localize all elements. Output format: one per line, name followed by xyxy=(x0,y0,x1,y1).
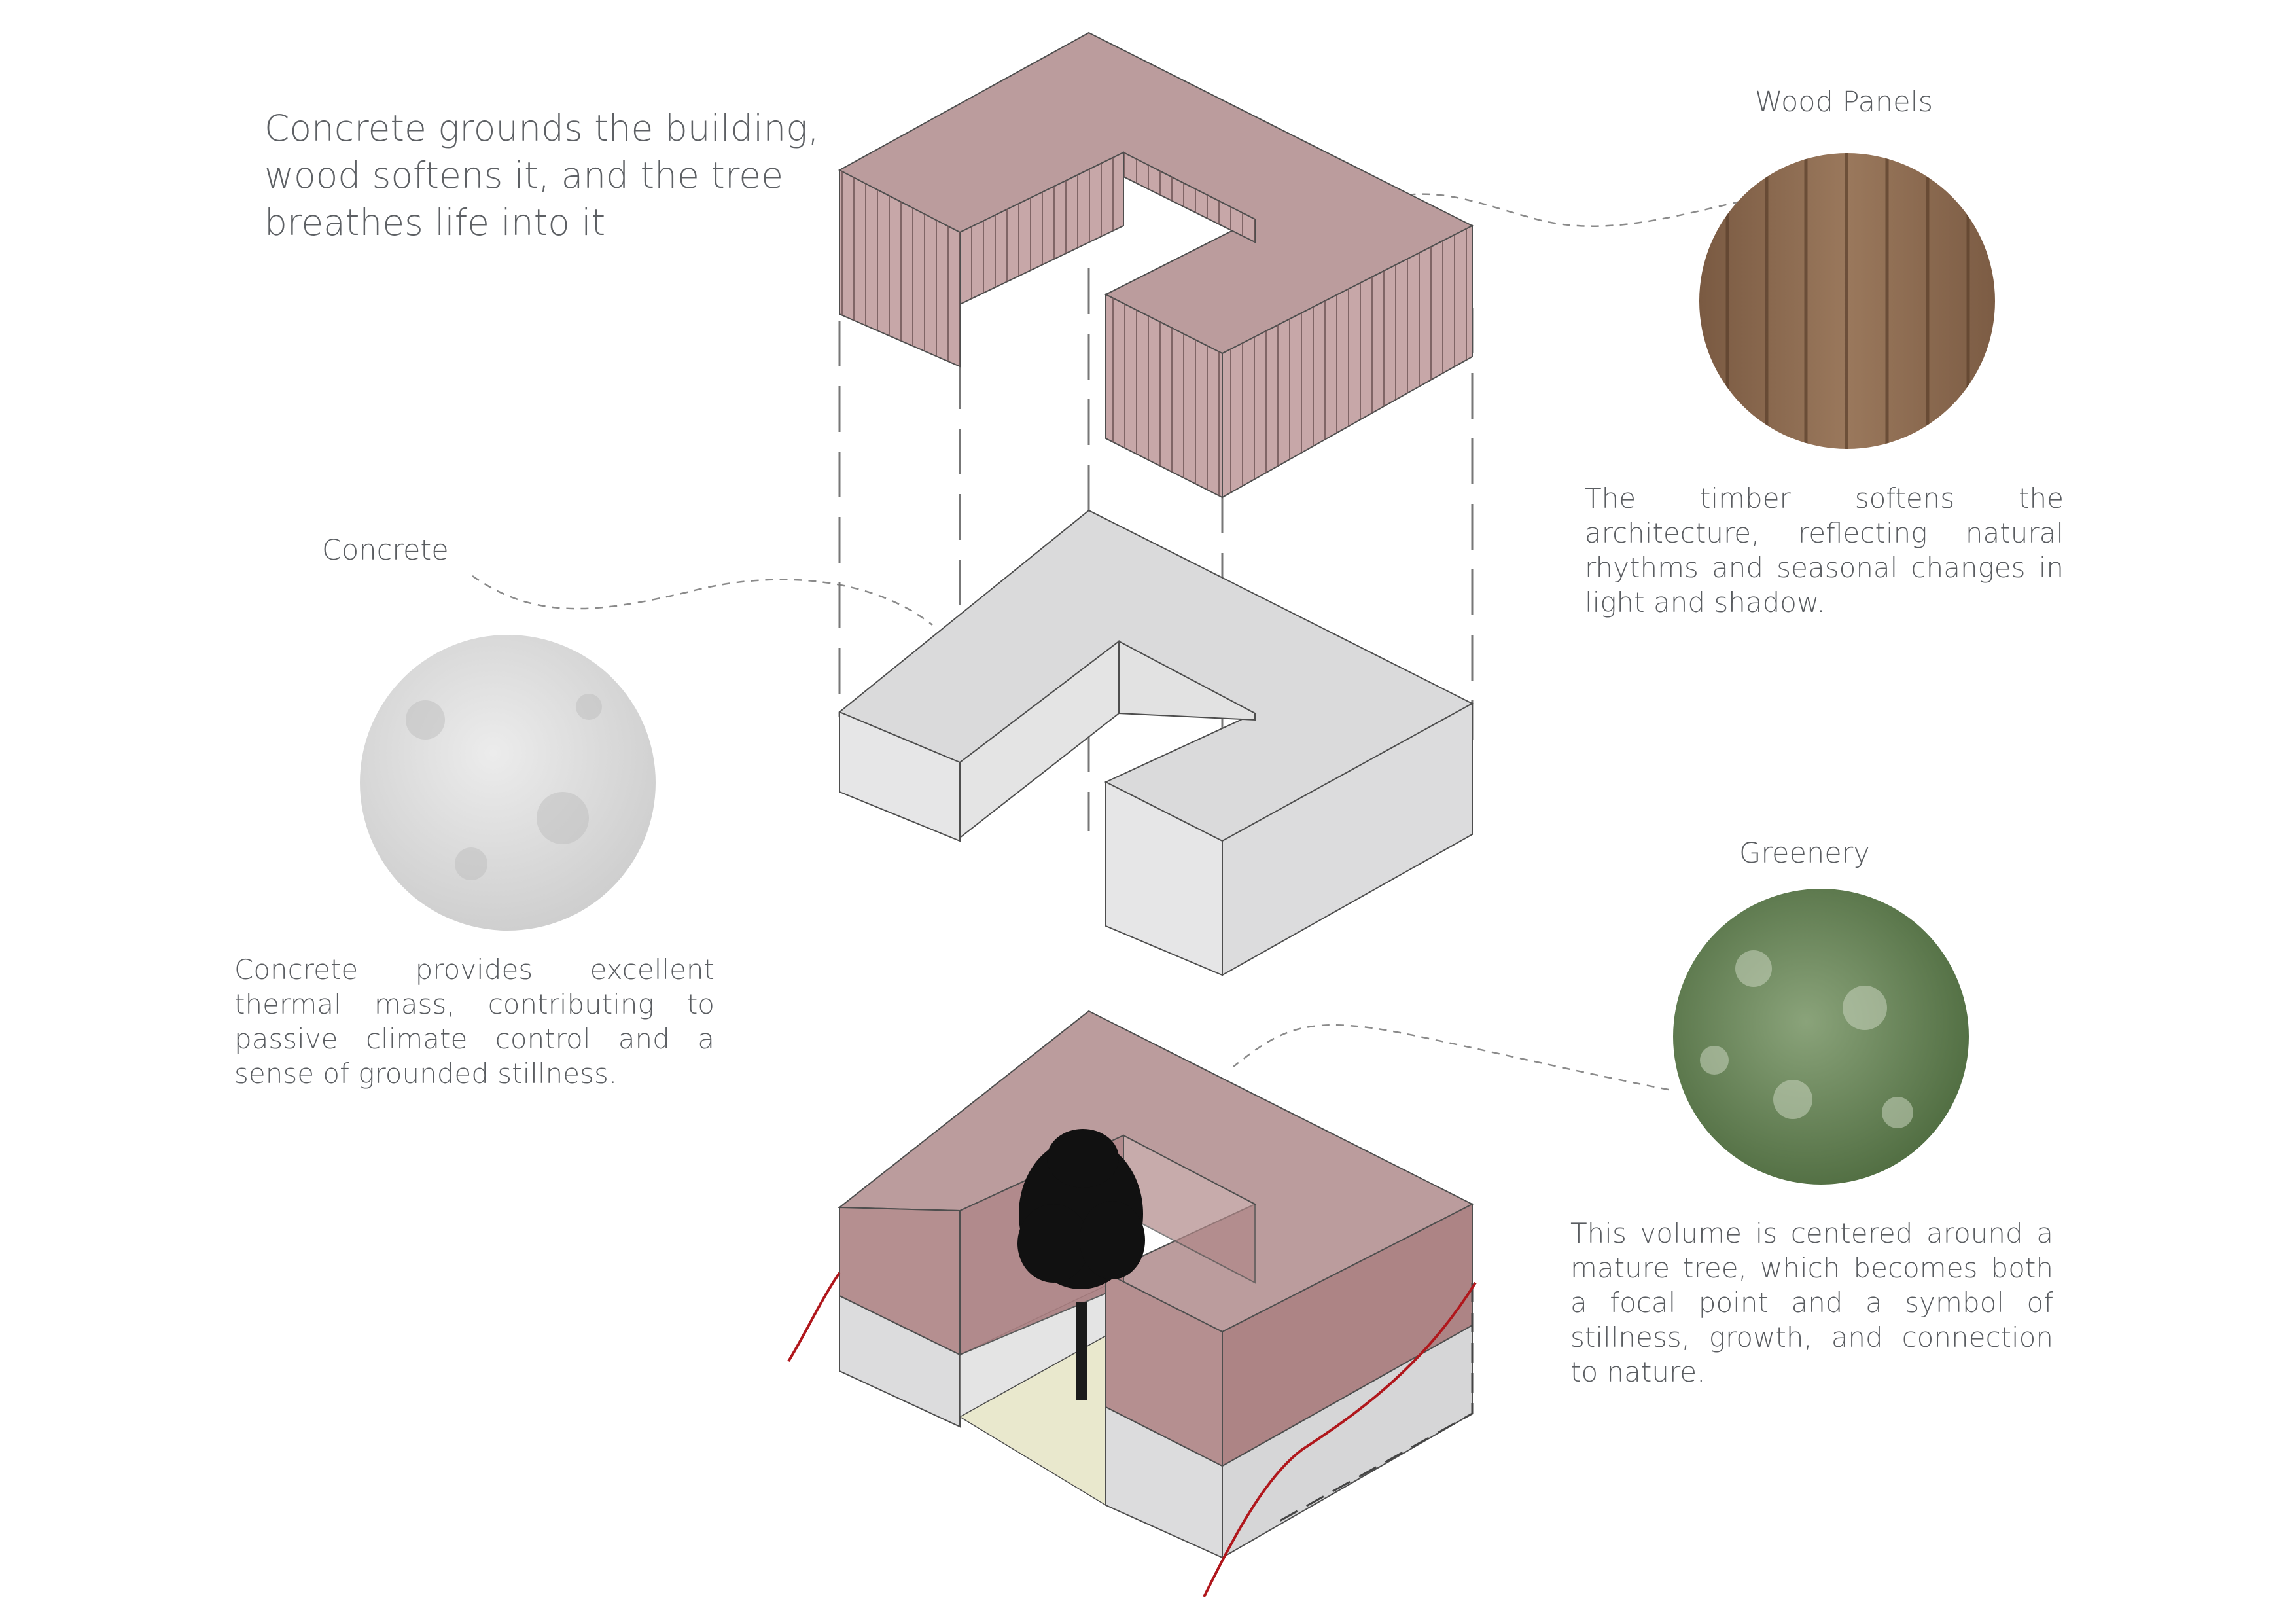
concrete-swatch xyxy=(360,635,656,931)
greenery-leader-line xyxy=(1233,1024,1669,1091)
tree xyxy=(1017,1129,1145,1400)
greenery-swatch xyxy=(1673,889,1969,1185)
concrete-side-face-right xyxy=(1222,702,1473,976)
wood-swatch xyxy=(1699,153,1995,449)
concrete-description: Concrete provides excellent thermal mass… xyxy=(234,954,715,1090)
combined-volume xyxy=(787,1010,1477,1597)
wood-panels-label: Wood Panels xyxy=(1755,86,1933,118)
wood-leader-line xyxy=(1406,193,1741,227)
concrete-volume xyxy=(838,509,1474,976)
concrete-side-face-left xyxy=(839,711,961,842)
terrain-line-right xyxy=(1203,1281,1477,1597)
wood-description: The timber softens the architecture, ref… xyxy=(1585,482,2064,618)
terrain-line-left xyxy=(787,1272,841,1363)
concrete-leader-line xyxy=(472,575,933,626)
wood-volume xyxy=(838,31,1474,499)
greenery-description: This volume is centered around a mature … xyxy=(1570,1217,2053,1388)
concrete-label: Concrete xyxy=(322,534,449,567)
headline-text: Concrete grounds the building, wood soft… xyxy=(264,107,819,243)
greenery-label: Greenery xyxy=(1739,837,1870,870)
leader-lines xyxy=(472,193,1741,1091)
